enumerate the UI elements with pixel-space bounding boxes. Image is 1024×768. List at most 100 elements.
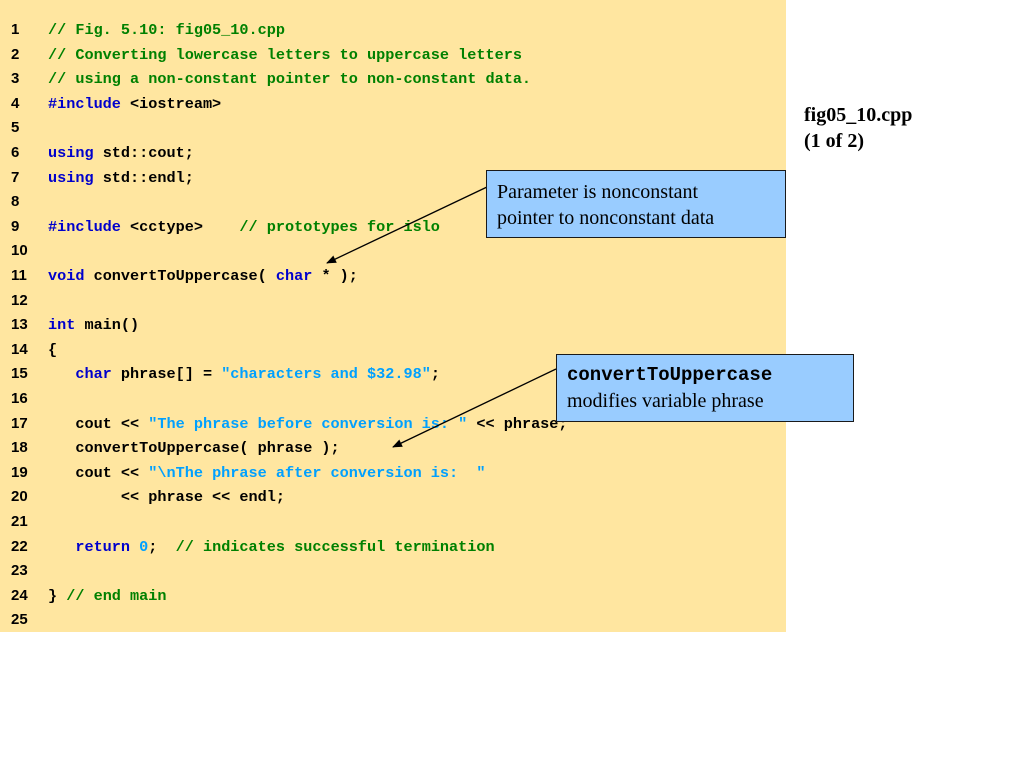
code-line: 3 // using a non-constant pointer to non-… [0,67,786,92]
code-listing: 1 // Fig. 5.10: fig05_10.cpp 2// Convertin… [0,0,786,632]
code-line: 7 using std::endl; [0,166,786,191]
line-number: 11 [11,267,27,284]
line-number: 12 [11,291,28,309]
parameter-callout-line1: Parameter is nonconstant [497,181,699,203]
code-token-keyword: char [275,267,313,285]
code-line: 4 #include <iostream> [0,92,786,117]
code-token-keyword: #include [48,217,121,236]
code-token-plain: } [48,586,67,605]
code-text: cout << "\nThe phrase after conversion i… [48,461,485,486]
code-line: 1 // Fig. 5.10: fig05_10.cpp [0,18,786,43]
code-text: return 0; // indicates successful termin… [48,535,495,560]
line-number: 25 [11,611,28,629]
code-text: { [48,338,57,363]
convert-callout-text: modifies variable phrase [567,390,764,412]
code-text: void convertToUppercase( char * ); [48,264,358,289]
convert-callout: convertToUppercase modifies variable phr… [556,354,854,422]
convert-callout-code: convertToUppercase [567,364,773,386]
code-text: // Fig. 5.10: fig05_10.cpp [48,18,285,43]
line-number: 10 [11,242,28,260]
code-token-comment: // indicates successful termination [175,537,495,556]
code-line: 19 cout << "\nThe phrase after conversio… [0,461,786,486]
code-line: 5 [0,116,786,141]
code-line: 10 [0,239,786,264]
page-indicator: (1 of 2) [804,130,864,152]
code-line: 12 [0,289,786,314]
code-token-keyword: void [48,267,85,285]
code-line: 2// Converting lowercase letters to uppe… [0,43,786,68]
code-text: } // end main [48,584,167,609]
code-line: 18 convertToUppercase( phrase ); [0,436,786,461]
line-number: 16 [11,390,28,407]
code-token-plain: << phrase << endl; [48,488,285,507]
code-token-plain: std::endl; [93,168,194,187]
code-token-number: 0 [139,537,149,556]
line-number: 19 [11,463,28,481]
code-token-plain: { [48,340,58,359]
code-text: convertToUppercase( phrase ); [48,436,340,461]
code-token-string: "The phrase before conversion is: " [148,414,468,433]
code-token-plain [130,538,139,556]
line-number: 1 [11,21,20,38]
code-token-comment: // Fig. 5.10: fig05_10.cpp [48,21,285,39]
parameter-callout: Parameter is nonconstant pointer to nonc… [486,170,786,238]
code-token-comment: // prototypes for islo [239,217,440,236]
code-token-plain: std::cout; [93,144,194,162]
code-token-plain: <iostream> [120,94,222,113]
code-token-plain: * ); [312,267,358,285]
line-number: 23 [11,562,28,580]
code-line: 13 int main() [0,313,786,338]
code-token-plain [48,538,75,556]
code-text: << phrase << endl; [48,485,285,510]
line-number: 9 [11,217,20,235]
line-number: 24 [11,586,28,604]
code-line: 8 [0,190,786,215]
code-line: 23 [0,559,786,584]
line-number: 5 [11,119,20,137]
code-token-plain: convertToUppercase( phrase ); [48,439,340,458]
line-number: 22 [11,537,28,555]
code-line: 6 using std::cout; [0,141,786,166]
code-text: int main() [48,313,139,338]
code-line: 20 << phrase << endl; [0,485,786,510]
code-token-plain: phrase[] = [111,365,222,384]
code-line: 25 [0,608,786,633]
line-number: 14 [11,340,28,358]
line-number: 20 [11,488,28,506]
code-text: cout << "The phrase before conversion is… [48,412,567,437]
line-number: 21 [11,513,28,530]
code-token-comment: // end main [66,586,167,605]
line-number: 17 [11,414,28,432]
code-token-string: "\nThe phrase after conversion is: " [148,463,486,482]
code-token-keyword: using [48,144,94,162]
code-token-plain: convertToUppercase( [84,267,276,285]
line-number: 6 [11,144,20,161]
code-token-keyword: return [75,537,131,556]
code-text: // Converting lowercase letters to upper… [48,43,522,68]
code-text: char phrase[] = "characters and $32.98"; [48,362,440,387]
line-number: 3 [11,70,20,88]
parameter-callout-line2: pointer to nonconstant data [497,207,715,229]
line-number: 7 [11,168,20,186]
code-text: using std::cout; [48,141,194,166]
line-number: 4 [11,94,20,112]
code-token-plain: ; [430,365,440,384]
code-token-comment: // Converting lowercase letters to upper… [48,45,522,64]
code-token-plain: cout << [48,463,149,482]
code-token-keyword: #include [48,94,121,113]
code-line: 24} // end main [0,584,786,609]
code-token-comment: // using a non-constant pointer to non-c… [48,70,532,89]
code-token-plain: main() [75,316,140,335]
code-token-plain [48,365,75,383]
line-number: 18 [11,439,28,457]
code-text: // using a non-constant pointer to non-c… [48,67,531,92]
code-line: 14 { [0,338,786,363]
line-number: 13 [11,316,28,334]
code-token-string: "characters and $32.98" [221,365,431,384]
code-line: 16 [0,387,786,412]
code-token-keyword: int [48,316,76,335]
code-text: using std::endl; [48,166,194,191]
file-name: fig05_10.cpp [804,104,913,126]
code-line: 11 void convertToUppercase( char * ); [0,264,786,289]
line-number: 8 [11,193,20,211]
